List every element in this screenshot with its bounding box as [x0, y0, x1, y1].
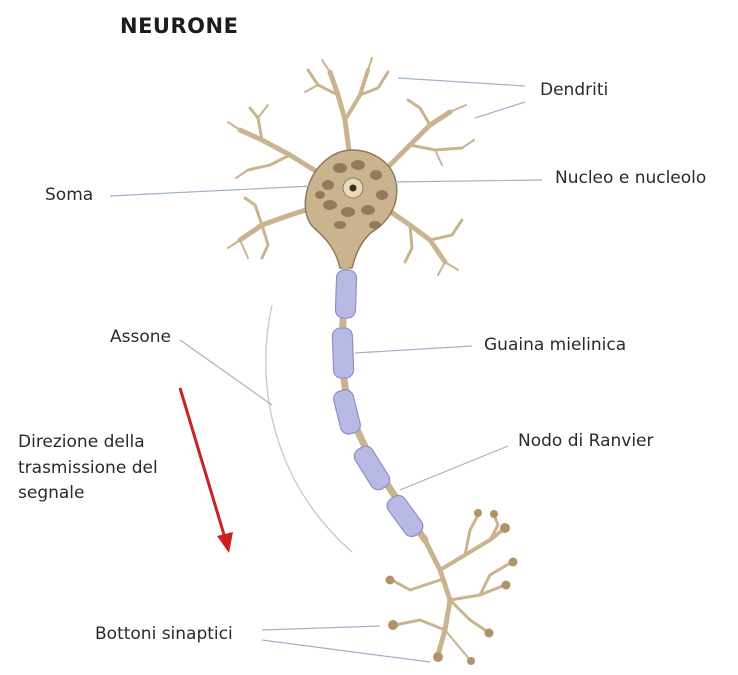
label-nodo-ranvier: Nodo di Ranvier — [518, 431, 654, 451]
diagram-title: NEURONE — [120, 14, 238, 39]
label-nucleo-nucleolo: Nucleo e nucleolo — [555, 168, 706, 188]
label-soma: Soma — [45, 185, 93, 205]
label-direzione-segnale: Direzione della trasmissione del segnale — [18, 430, 208, 507]
label-dendriti: Dendriti — [540, 80, 608, 100]
label-assone: Assone — [110, 327, 171, 347]
myelin-sheath — [332, 270, 426, 540]
nucleolus — [350, 185, 357, 192]
label-bottoni-sinaptici: Bottoni sinaptici — [95, 624, 233, 644]
label-guaina-mielinica: Guaina mielinica — [484, 335, 626, 355]
